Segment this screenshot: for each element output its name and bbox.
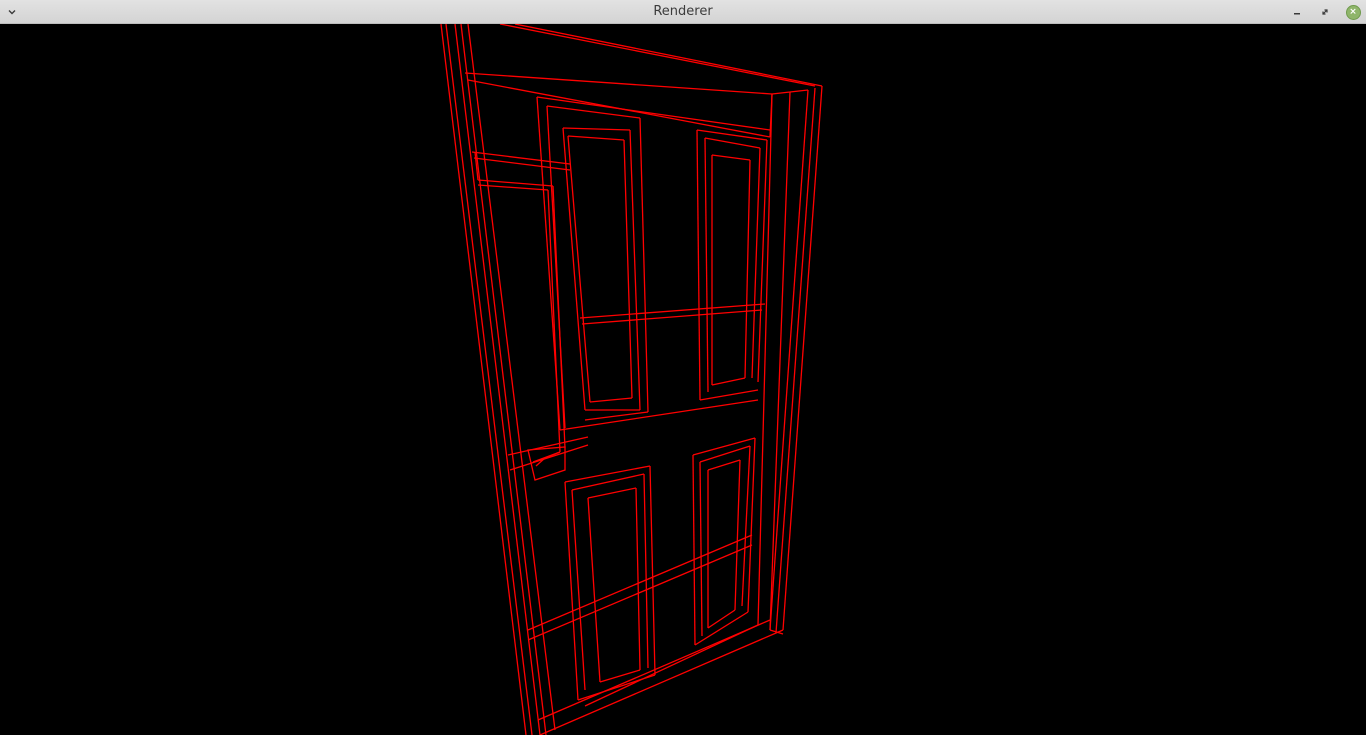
render-viewport[interactable]: [0, 24, 1366, 735]
door-wireframe: [440, 24, 823, 735]
maximize-icon[interactable]: [1316, 3, 1334, 21]
minimize-icon[interactable]: [1288, 3, 1306, 21]
chevron-down-icon[interactable]: [3, 3, 21, 21]
window-title: Renderer: [653, 4, 713, 19]
title-bar[interactable]: Renderer ×: [0, 0, 1366, 24]
close-icon[interactable]: ×: [1344, 3, 1362, 21]
